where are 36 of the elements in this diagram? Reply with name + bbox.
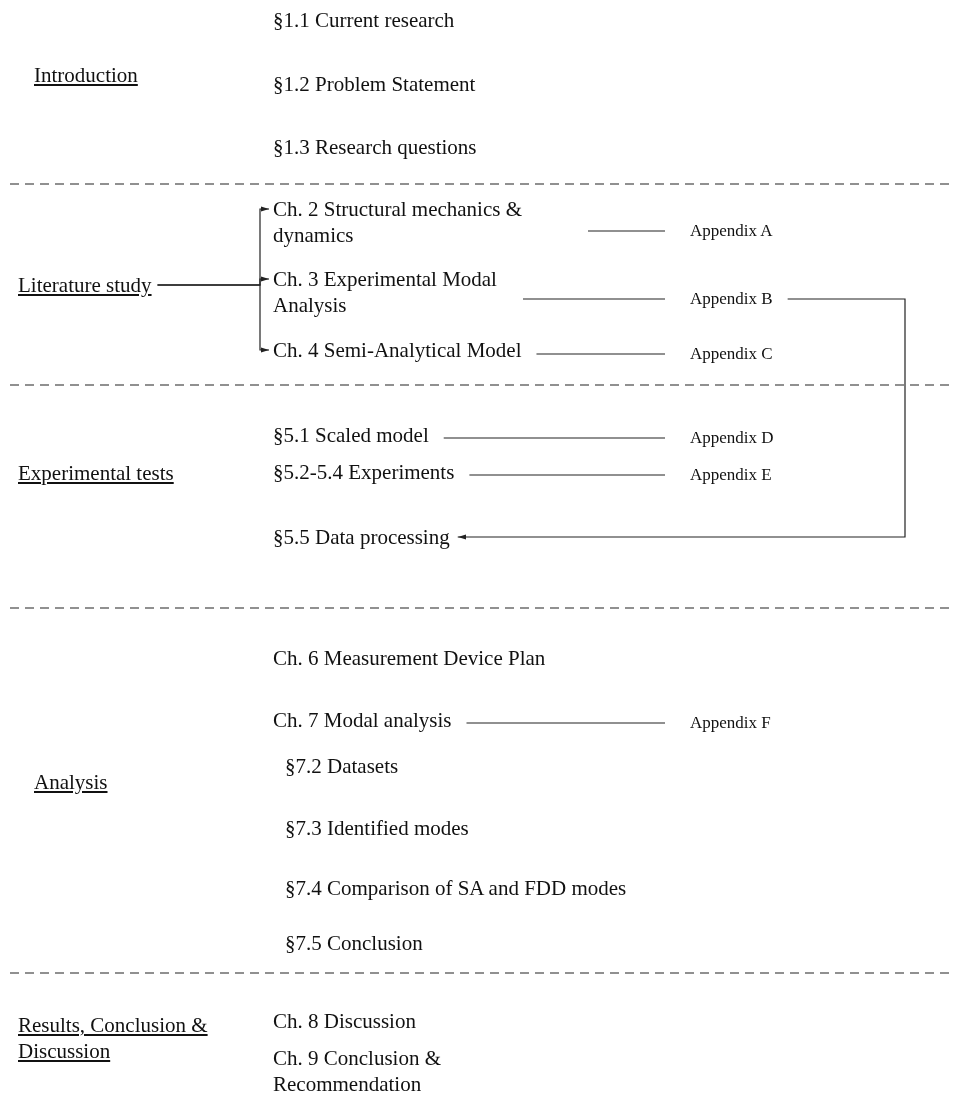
connector-line [465, 722, 666, 724]
section-heading: Experimental tests [18, 460, 174, 486]
chapter-label: §7.3 Identified modes [285, 815, 469, 841]
chapter-label: Ch. 8 Discussion [273, 1008, 416, 1034]
connector-line [587, 230, 666, 232]
connector-line [468, 474, 666, 476]
chapter-label: §1.1 Current research [273, 7, 455, 33]
chapter-label: §5.2-5.4 Experiments [273, 459, 455, 485]
chapter-label: Ch. 6 Measurement Device Plan [273, 645, 546, 671]
chapter-label: Ch. 3 Experimental Modal Analysis [273, 266, 508, 318]
chapter-label: §1.2 Problem Statement [273, 71, 476, 97]
connector-line [443, 437, 666, 439]
chapter-label: §5.5 Data processing [273, 524, 450, 550]
appendix-label: Appendix D [690, 425, 774, 451]
section-heading: Analysis [34, 769, 108, 795]
chapter-label: §1.3 Research questions [273, 134, 477, 160]
chapter-label: Ch. 7 Modal analysis [273, 707, 452, 733]
appendix-label: Appendix A [690, 218, 773, 244]
section-heading: Results, Conclusion & Discussion [18, 1012, 209, 1064]
chapter-label: §7.4 Comparison of SA and FDD modes [285, 875, 627, 901]
chapter-label: Ch. 4 Semi-Analytical Model [273, 337, 522, 363]
section-heading: Introduction [34, 62, 138, 88]
chapter-label: §5.1 Scaled model [273, 422, 429, 448]
chapter-label: §7.5 Conclusion [285, 930, 423, 956]
appendix-label: Appendix E [690, 462, 772, 488]
chapter-label: §7.2 Datasets [285, 753, 399, 779]
connector-line [535, 353, 666, 355]
appendix-label: Appendix B [690, 286, 773, 312]
arrow [156, 284, 270, 353]
chapter-label: Ch. 9 Conclusion & Recommendation [273, 1045, 442, 1097]
section-heading: Literature study [18, 272, 152, 298]
connector-line [522, 298, 666, 300]
chapter-label: Ch. 2 Structural mechanics & dynamics [273, 196, 573, 248]
appendix-label: Appendix F [690, 710, 771, 736]
appendix-label: Appendix C [690, 341, 773, 367]
arrow [457, 298, 906, 540]
